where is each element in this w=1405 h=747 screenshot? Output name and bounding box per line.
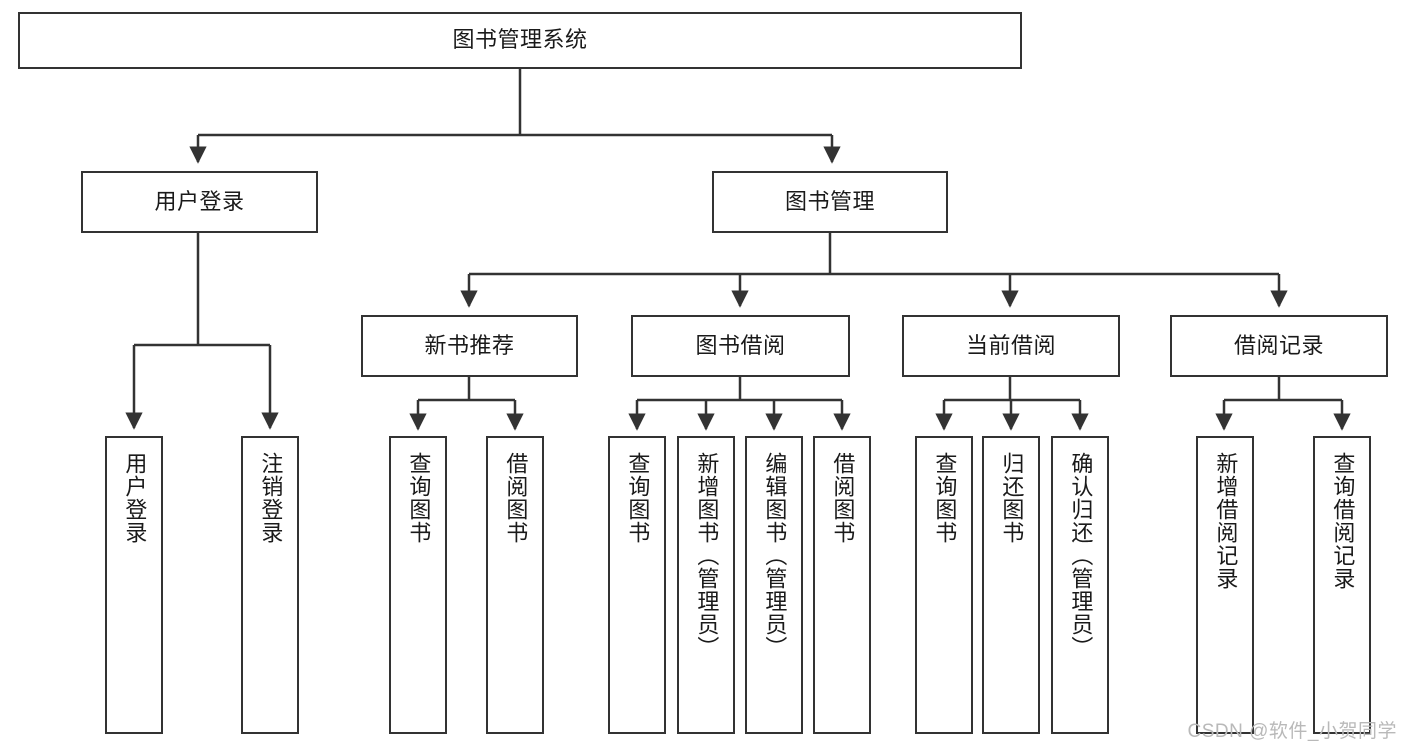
leaf-add-book-admin[interactable]: 新增图书（管理员）: [677, 436, 735, 734]
leaf-add-borrow-record[interactable]: 新增借阅记录: [1196, 436, 1254, 734]
watermark-text: CSDN @软件_小贺同学: [1187, 721, 1397, 742]
node-label: 用户登录: [154, 188, 245, 214]
node-label: 借阅记录: [1233, 332, 1324, 358]
node-label: 用户登录: [122, 452, 148, 544]
leaf-borrow-book-recommend[interactable]: 借阅图书: [486, 436, 544, 734]
node-label: 查询图书: [932, 452, 958, 544]
leaf-confirm-return-admin[interactable]: 确认归还（管理员）: [1051, 436, 1109, 734]
node-label: 新增图书（管理员）: [694, 452, 720, 659]
node-current-borrow[interactable]: 当前借阅: [902, 315, 1120, 377]
node-label: 确认归还（管理员）: [1068, 452, 1094, 659]
node-label: 新书推荐: [424, 332, 515, 358]
node-label: 查询图书: [625, 452, 651, 544]
node-label: 新增借阅记录: [1213, 452, 1239, 590]
node-new-book-recommend[interactable]: 新书推荐: [361, 315, 578, 377]
node-label: 图书管理系统: [452, 27, 588, 53]
leaf-logout[interactable]: 注销登录: [241, 436, 299, 734]
leaf-query-book-borrow[interactable]: 查询图书: [608, 436, 666, 734]
node-label: 查询图书: [406, 452, 432, 544]
node-label: 图书借阅: [695, 332, 786, 358]
node-book-borrow[interactable]: 图书借阅: [631, 315, 850, 377]
node-label: 借阅图书: [503, 452, 529, 544]
leaf-return-book[interactable]: 归还图书: [982, 436, 1040, 734]
leaf-borrow-book[interactable]: 借阅图书: [813, 436, 871, 734]
node-label: 编辑图书（管理员）: [762, 452, 788, 659]
node-label: 图书管理: [784, 188, 875, 214]
leaf-query-book-current[interactable]: 查询图书: [915, 436, 973, 734]
node-label: 注销登录: [258, 452, 284, 544]
node-label: 归还图书: [999, 452, 1025, 544]
leaf-query-book-recommend[interactable]: 查询图书: [389, 436, 447, 734]
node-label: 借阅图书: [830, 452, 856, 544]
node-label: 查询借阅记录: [1330, 452, 1356, 590]
node-root-book-management-system[interactable]: 图书管理系统: [18, 12, 1022, 69]
leaf-edit-book-admin[interactable]: 编辑图书（管理员）: [745, 436, 803, 734]
leaf-user-login[interactable]: 用户登录: [105, 436, 163, 734]
leaf-query-borrow-record[interactable]: 查询借阅记录: [1313, 436, 1371, 734]
node-label: 当前借阅: [965, 332, 1056, 358]
node-user-login[interactable]: 用户登录: [81, 171, 318, 233]
node-borrow-record[interactable]: 借阅记录: [1170, 315, 1388, 377]
node-book-management[interactable]: 图书管理: [712, 171, 948, 233]
